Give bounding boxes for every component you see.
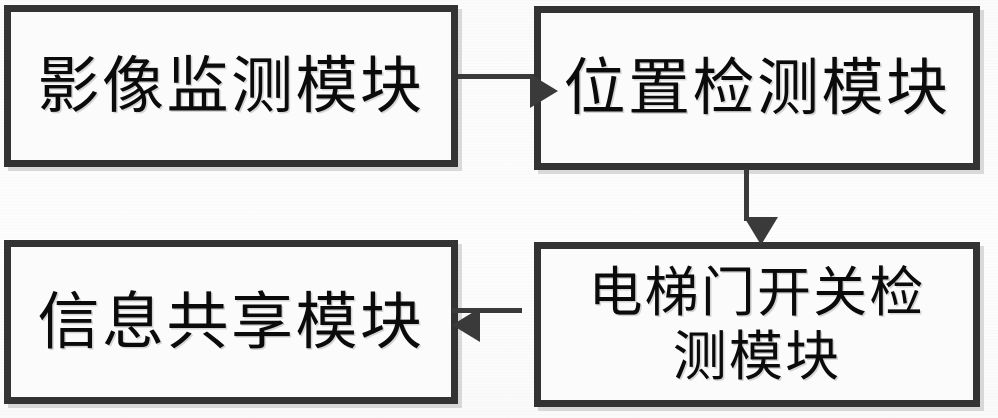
node-image-monitor-label: 影像监测模块 — [37, 49, 425, 123]
connector-line — [458, 74, 534, 79]
node-image-monitor[interactable]: 影像监测模块 — [4, 5, 458, 167]
node-door-switch-label: 电梯门开关检 测模块 — [588, 260, 926, 388]
arrow-right-icon — [530, 74, 558, 108]
node-position-detect[interactable]: 位置检测模块 — [534, 6, 980, 170]
node-position-detect-label: 位置检测模块 — [563, 51, 951, 125]
arrow-left-icon — [452, 308, 480, 342]
edge-position-detect-to-door-switch — [744, 169, 778, 247]
connector-line — [744, 169, 749, 221]
node-info-share-label: 信息共享模块 — [37, 285, 425, 359]
connector-line — [452, 308, 522, 313]
edge-door-switch-to-info-share — [452, 308, 548, 342]
arrow-down-icon — [744, 217, 778, 245]
node-door-switch[interactable]: 电梯门开关检 测模块 — [534, 242, 980, 407]
node-info-share[interactable]: 信息共享模块 — [4, 240, 458, 404]
edge-image-monitor-to-position-detect — [458, 74, 562, 108]
